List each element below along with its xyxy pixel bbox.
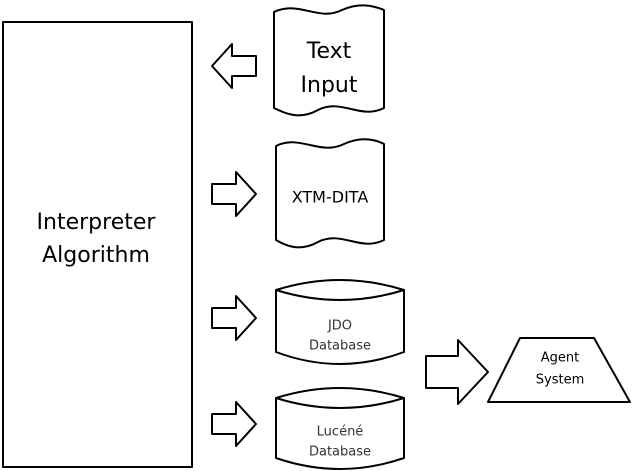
arrow-interpreter-to-lucene-database <box>211 401 257 447</box>
arrow-interpreter-to-jdo-database <box>211 295 257 341</box>
agent-system-label-line1: Agent <box>541 351 579 366</box>
agent-system-label-line2: System <box>536 373 584 388</box>
interpreter-label-line2: Algorithm <box>42 243 150 268</box>
jdo-database-cylinder: JDO Database <box>275 279 405 365</box>
arrow-jdo-to-agent-system <box>425 339 489 405</box>
lucene-database-label-line2: Database <box>309 445 371 460</box>
text-input-document: Text Input <box>273 4 385 117</box>
jdo-database-label-line1: JDO <box>327 319 352 334</box>
arrow-interpreter-to-xtm-dita <box>211 171 257 217</box>
interpreter-label-line1: Interpreter <box>37 210 157 235</box>
arrow-text-input-to-interpreter <box>211 43 257 89</box>
xtm-dita-document: XTM-DITA <box>275 138 385 249</box>
jdo-database-label-line2: Database <box>309 339 371 354</box>
text-input-label-line2: Input <box>301 73 358 98</box>
interpreter-algorithm-box: Interpreter Algorithm <box>2 21 193 468</box>
agent-system-trapezoid: Agent System <box>487 337 631 403</box>
xtm-dita-label: XTM-DITA <box>292 188 369 207</box>
text-input-label-line1: Text <box>306 39 352 64</box>
lucene-database-cylinder: Lucéné Database <box>275 387 405 470</box>
lucene-database-label-line1: Lucéné <box>317 425 364 440</box>
